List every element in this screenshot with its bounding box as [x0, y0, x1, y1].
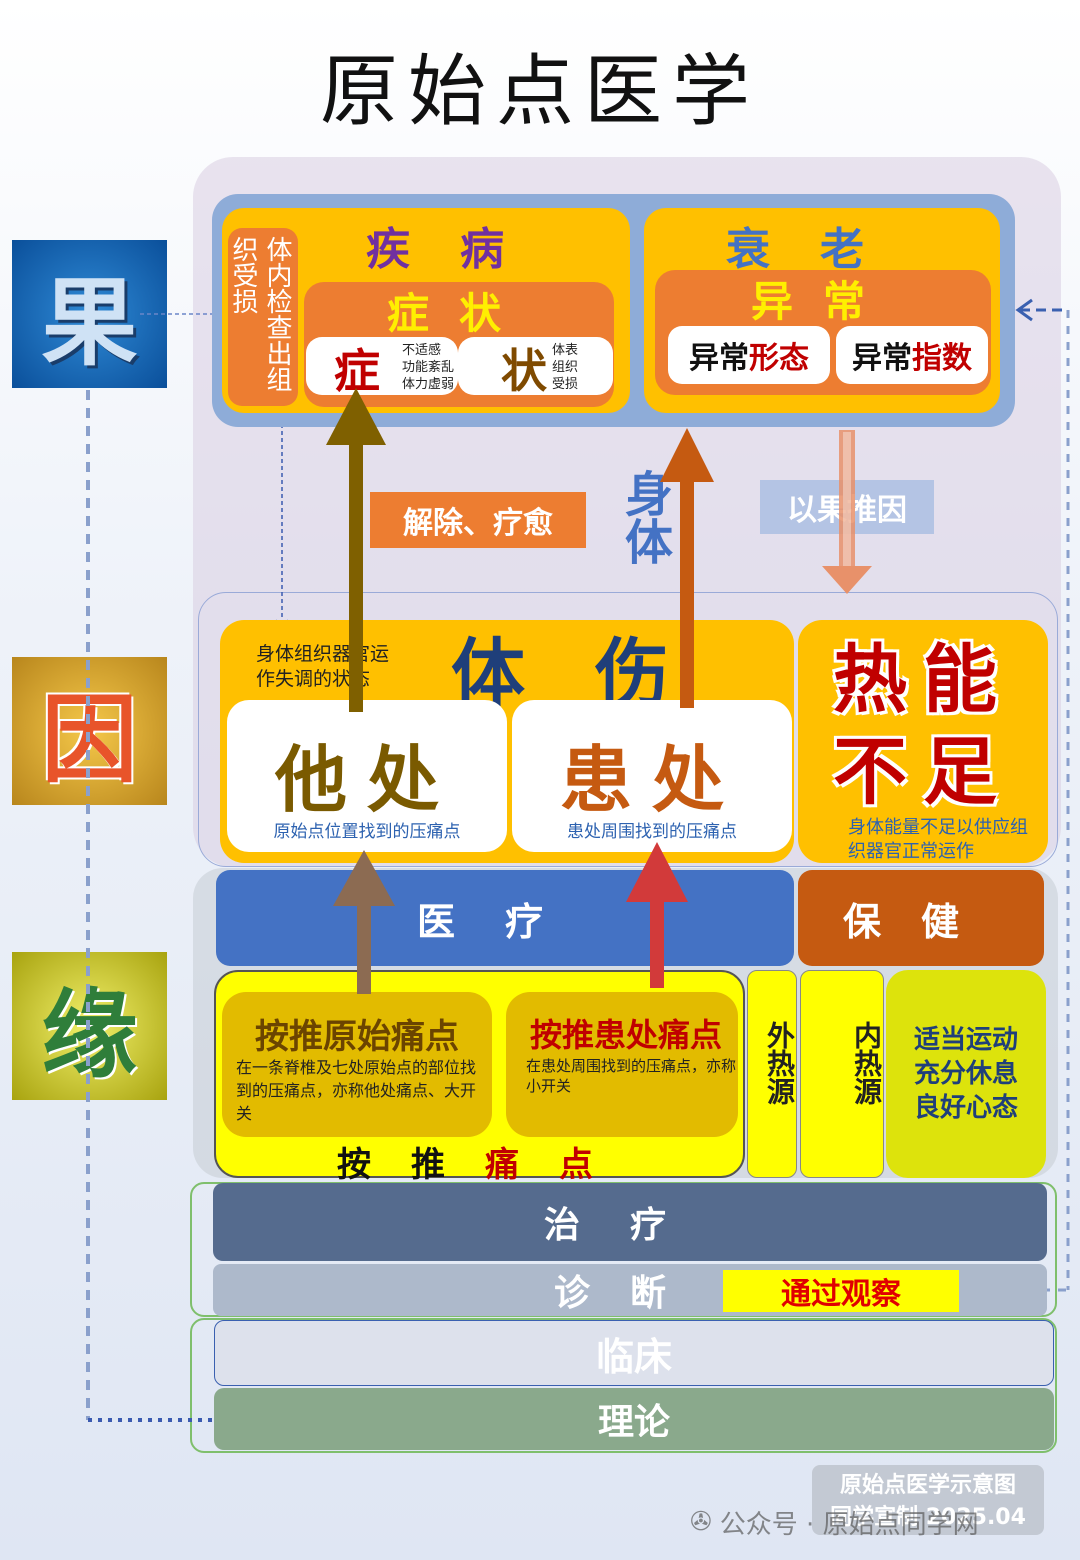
symptom-title: 症状	[386, 288, 531, 338]
press-affected-title: 按推患处痛点	[529, 1016, 722, 1054]
health-tips: 适当运动 充分休息 良好心态	[886, 970, 1046, 1178]
body-label: 身体	[616, 469, 672, 565]
zhuang-box	[458, 337, 613, 395]
zheng-box	[306, 337, 458, 395]
affected-site-box	[512, 700, 792, 852]
observe-label: 通过观察	[723, 1270, 959, 1312]
press-affected-note: 在患处周围找到的压痛点，亦称小开关	[526, 1057, 737, 1095]
zhuang-note: 受损	[552, 377, 579, 392]
healthcare-bar: 保健	[798, 870, 1044, 966]
zhuang-note: 组织	[552, 360, 579, 375]
tip-item: 充分休息	[913, 1059, 1018, 1089]
footer-box	[812, 1465, 1044, 1535]
zheng-char: 症	[334, 344, 380, 398]
heat-title-2: 不足	[833, 728, 1013, 815]
press-original-box	[222, 992, 492, 1137]
inner-check-label: 体内检查出组织受损	[228, 228, 298, 406]
relief-label: 解除、疗愈	[370, 492, 586, 548]
zhuang-char: 状	[501, 344, 547, 398]
abn-index-text: 指数	[912, 341, 972, 376]
press-original-note: 在一条脊椎及七处原始点的部位找到的压痛点，亦称他处痛点、大开关	[236, 1058, 477, 1123]
abn-form-text: 形态	[749, 341, 809, 376]
tip-item: 适当运动	[913, 1025, 1018, 1055]
press-original-title: 按推原始痛点	[255, 1016, 459, 1057]
footer-line-2: 同学宣制 2025.04	[830, 1505, 1026, 1530]
zhuang-notes: 体表 组织 受损	[552, 342, 602, 396]
treatment-bar: 治疗	[213, 1183, 1047, 1261]
affected-site-note: 患处周围找到的压痛点	[567, 821, 737, 842]
zheng-note: 不适感	[402, 343, 442, 358]
other-site-box	[227, 700, 507, 852]
press-label-a: 按推	[337, 1144, 485, 1185]
abn-prefix: 异常	[852, 341, 912, 376]
arrow-up-body	[660, 428, 714, 482]
disease-title: 疾病	[366, 224, 554, 275]
cause-panel	[198, 592, 1058, 867]
arrow-up-press-original	[333, 850, 395, 906]
other-site-note: 原始点位置找到的压痛点	[273, 821, 461, 842]
other-site-title: 他处	[274, 737, 459, 822]
abnormal-index: 异常指数	[836, 326, 988, 384]
zhuang-note: 体表	[552, 343, 579, 358]
press-label: 按推痛点	[320, 1138, 650, 1185]
arrow-up-relief	[326, 388, 386, 445]
theory-panel	[190, 1318, 1057, 1453]
wechat-icon: ✇	[690, 1507, 712, 1537]
internal-heat-source: 内热源	[800, 970, 884, 1178]
footer-line-1: 原始点医学示意图	[839, 1473, 1016, 1498]
diagnosis-label: 诊断	[553, 1273, 706, 1314]
theory-bar: 理论	[214, 1388, 1054, 1450]
abnormal-form: 异常形态	[668, 326, 830, 384]
abn-prefix: 异常	[689, 341, 749, 376]
zheng-notes: 不适感 功能紊乱 体力虚弱	[402, 342, 472, 396]
press-label-b: 痛点	[485, 1144, 633, 1185]
heat-title-1: 热能	[833, 636, 1013, 723]
affected-site-title: 患处	[559, 737, 744, 822]
abnormal-title: 异常	[750, 276, 895, 326]
aging-title: 衰老	[726, 224, 914, 275]
heat-note: 身体能量不足以供应组织器官正常运作	[848, 817, 1028, 862]
watermark-text: 公众号 · 原始点同学网	[719, 1509, 979, 1540]
arrow-up-press-affected	[626, 842, 688, 902]
zheng-note: 功能紊乱	[402, 360, 455, 375]
external-heat-source: 外热源	[747, 970, 797, 1178]
press-affected-box	[506, 992, 738, 1137]
watermark: ✇公众号 · 原始点同学网	[690, 1500, 1060, 1544]
heat-box	[798, 620, 1048, 863]
tip-item: 良好心态	[913, 1093, 1018, 1123]
arrow-down-infer	[822, 566, 872, 594]
clinical-bar: 临床	[214, 1320, 1054, 1386]
page-title: 原始点医学	[319, 47, 760, 137]
zheng-note: 体力虚弱	[402, 377, 455, 392]
medical-bar: 医疗	[216, 870, 794, 966]
